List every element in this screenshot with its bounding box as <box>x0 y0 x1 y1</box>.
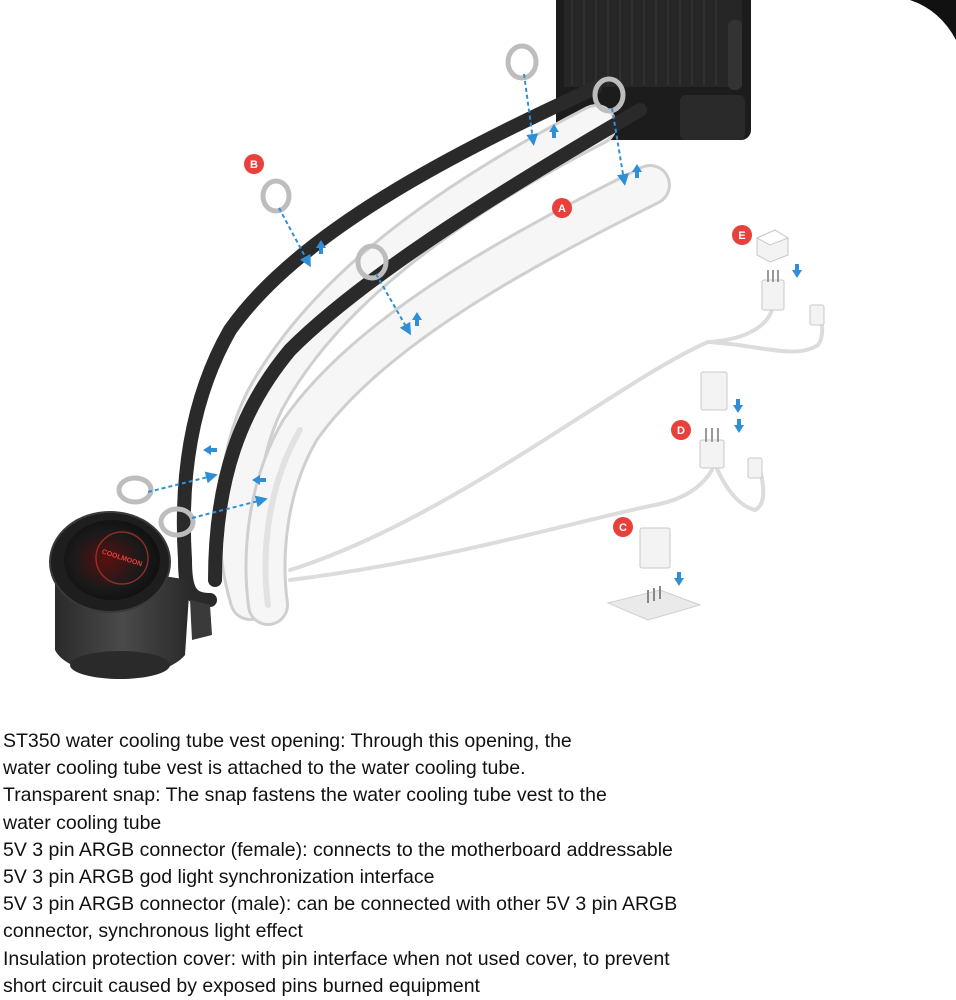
connector-female-middle <box>701 372 727 410</box>
marker-B-label: B <box>250 159 258 171</box>
description-line: Insulation protection cover: with pin in… <box>3 946 953 973</box>
description-line: short circuit caused by exposed pins bur… <box>3 973 953 1000</box>
connector-D-male <box>700 428 762 478</box>
marker-D-label: D <box>677 425 685 437</box>
description-line: ST350 water cooling tube vest opening: T… <box>3 728 953 755</box>
description-line: 5V 3 pin ARGB connector (female): connec… <box>3 837 953 864</box>
description-line: water cooling tube <box>3 810 953 837</box>
marker-C-label: C <box>619 522 627 534</box>
marker-A: A <box>552 198 572 218</box>
connector-C-female <box>640 528 670 568</box>
marker-B: B <box>244 154 264 174</box>
marker-A-label: A <box>558 203 566 215</box>
marker-D: D <box>671 420 691 440</box>
marker-E-label: E <box>738 230 745 242</box>
corner-shadow <box>910 0 956 40</box>
description-line: 5V 3 pin ARGB connector (male): can be c… <box>3 891 953 918</box>
tube-vest-white <box>239 125 650 605</box>
description-line: water cooling tube vest is attached to t… <box>3 755 953 782</box>
connector-E-cover <box>757 230 788 262</box>
description-line: connector, synchronous light effect <box>3 918 953 945</box>
description-line: 5V 3 pin ARGB god light synchronization … <box>3 864 953 891</box>
description-line: Transparent snap: The snap fastens the w… <box>3 782 953 809</box>
parts-description: ST350 water cooling tube vest opening: T… <box>3 728 953 1000</box>
marker-C: C <box>613 517 633 537</box>
connector-male-top <box>762 270 824 325</box>
motherboard-header <box>608 586 700 620</box>
marker-E: E <box>732 225 752 245</box>
cooling-kit-diagram: COOLMOON A B C <box>0 0 956 700</box>
